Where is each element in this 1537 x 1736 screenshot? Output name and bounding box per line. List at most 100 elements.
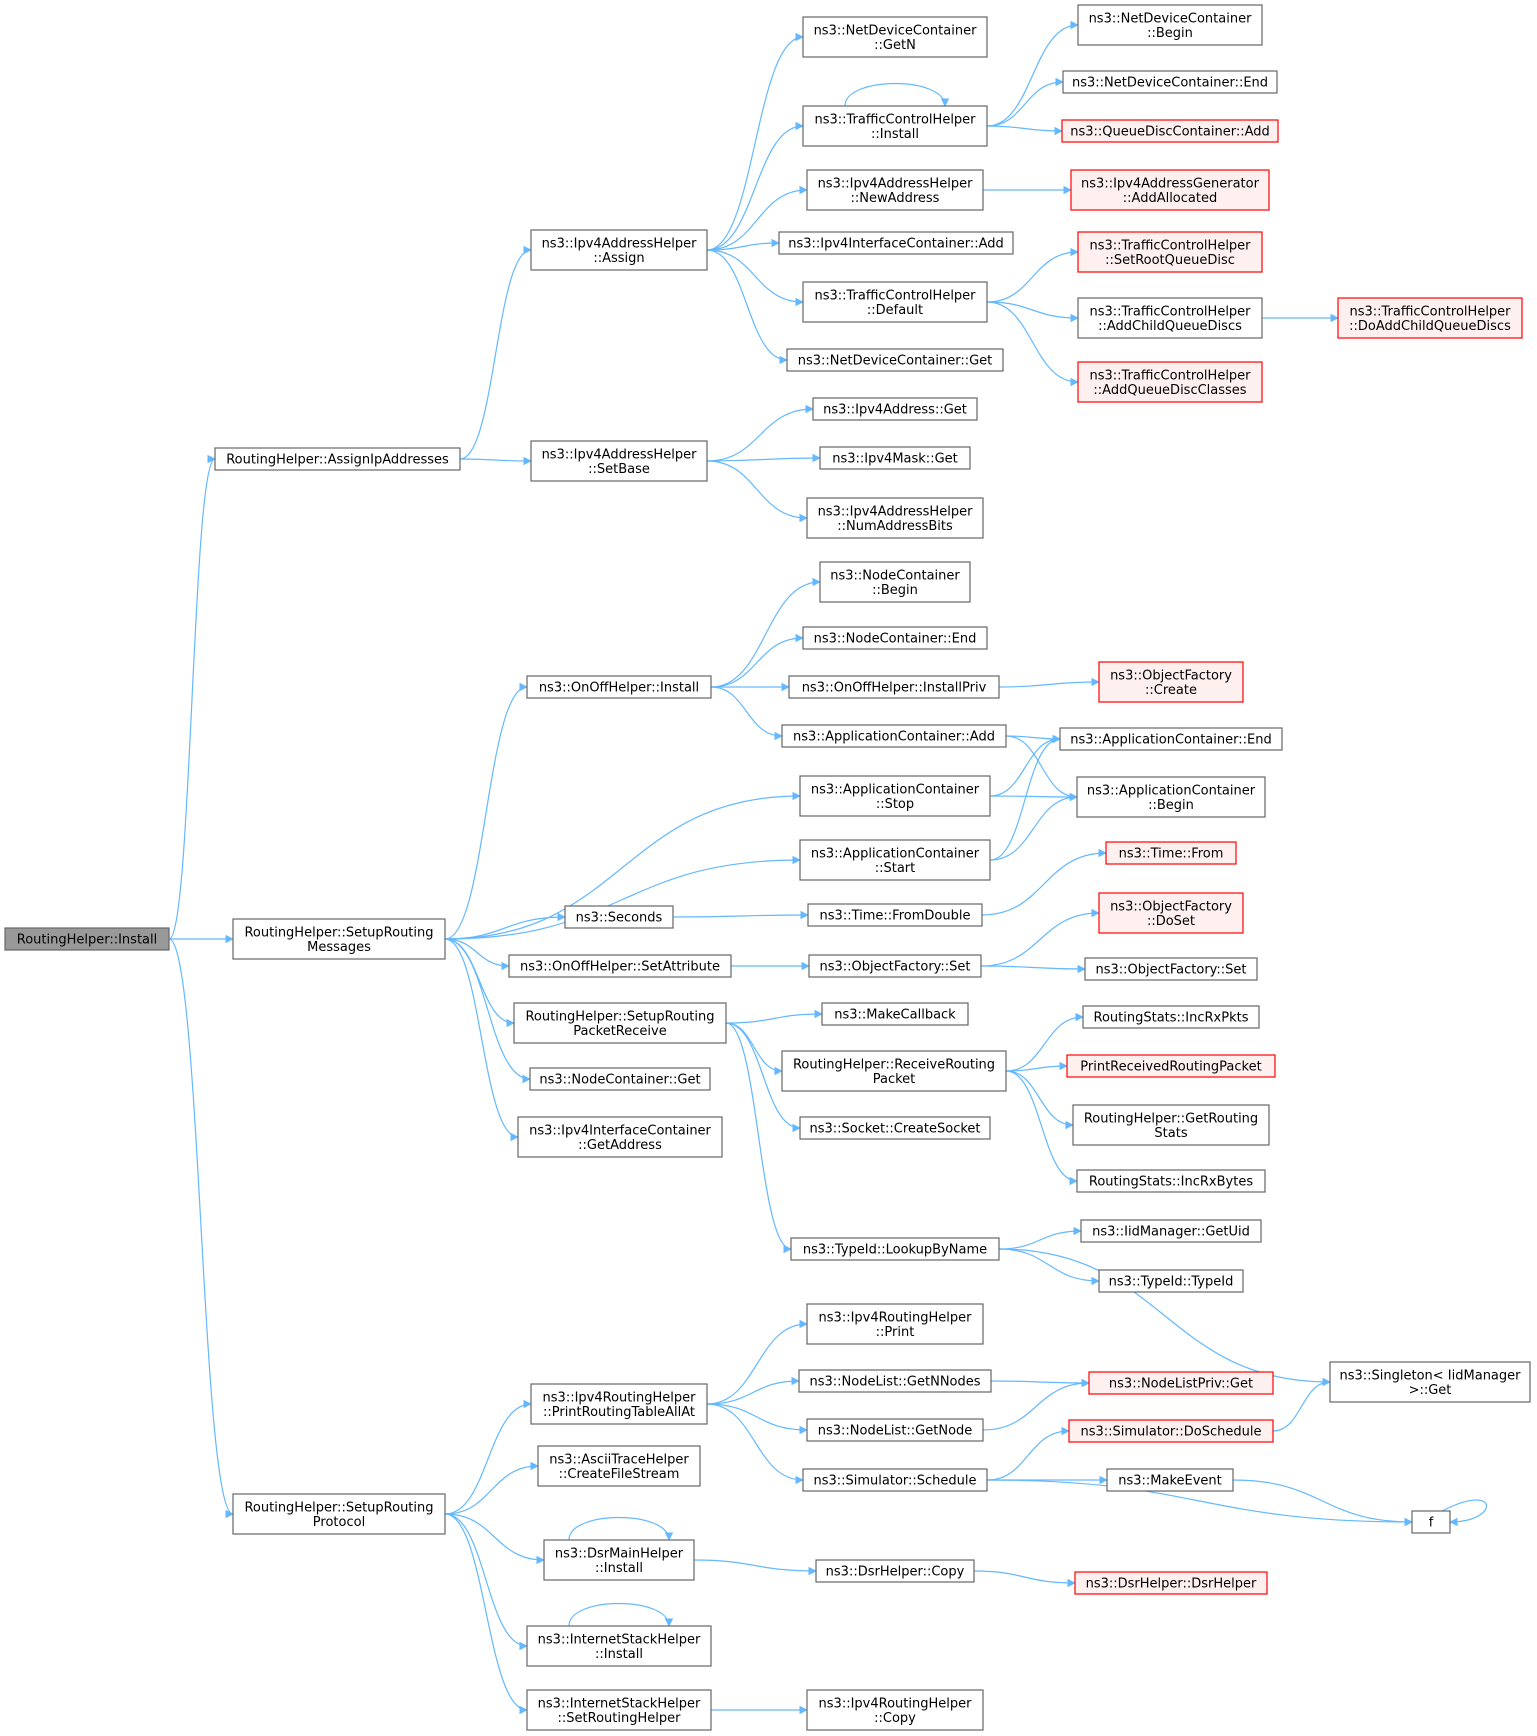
node-tchInstall[interactable]: ns3::TrafficControlHelper::Install — [802, 105, 988, 147]
node-statsIncRxBytes[interactable]: RoutingStats::IncRxBytes — [1076, 1169, 1266, 1193]
node-statsIncRxPkts[interactable]: RoutingStats::IncRxPkts — [1082, 1005, 1260, 1029]
node-label: ::NewAddress — [851, 191, 940, 206]
node-acAdd[interactable]: ns3::ApplicationContainer::Add — [781, 724, 1007, 748]
node-timeFrom[interactable]: ns3::Time::From — [1105, 841, 1237, 865]
edge-tchDefault-to-tchSetRoot — [986, 247, 1079, 303]
node-asciiCreate[interactable]: ns3::AsciiTraceHelper::CreateFileStream — [537, 1445, 701, 1487]
node-assignIp[interactable]: RoutingHelper::AssignIpAddresses — [214, 447, 461, 471]
node-acEnd[interactable]: ns3::ApplicationContainer::End — [1059, 727, 1283, 751]
node-dsrMainInstall[interactable]: ns3::DsrMainHelper::Install — [543, 1539, 695, 1581]
node-simSchedule[interactable]: ns3::Simulator::Schedule — [802, 1468, 988, 1492]
node-createSocket[interactable]: ns3::Socket::CreateSocket — [799, 1116, 991, 1140]
node-label: ns3::TrafficControlHelper — [1089, 304, 1251, 319]
node-acBegin[interactable]: ns3::ApplicationContainer::Begin — [1076, 776, 1266, 818]
node-ofSet[interactable]: ns3::ObjectFactory::Set — [808, 954, 982, 978]
node-label: RoutingHelper::Install — [17, 933, 158, 948]
edge-tchInstall-to-qdcAdd — [986, 125, 1063, 136]
edge-tchInstall-to-ndcEnd — [986, 77, 1064, 127]
node-tchDoAddChild[interactable]: ns3::TrafficControlHelper::DoAddChildQue… — [1337, 297, 1523, 339]
node-ndcEnd[interactable]: ns3::NetDeviceContainer::End — [1062, 70, 1278, 94]
node-ipv4SetBase[interactable]: ns3::Ipv4AddressHelper::SetBase — [530, 440, 708, 482]
node-label: ns3::MakeCallback — [834, 1008, 956, 1023]
node-lookupByName[interactable]: ns3::TypeId::LookupByName — [790, 1237, 1000, 1261]
node-tchDefault[interactable]: ns3::TrafficControlHelper::Default — [802, 281, 988, 323]
edge-ipv4Assign-to-ndcGet — [706, 249, 788, 365]
edge-acStop-to-acEnd — [989, 734, 1061, 797]
node-f[interactable]: f — [1411, 1510, 1451, 1534]
node-makeEvent[interactable]: ns3::MakeEvent — [1106, 1468, 1234, 1492]
node-timeFromDouble[interactable]: ns3::Time::FromDouble — [807, 903, 983, 927]
edge-recvPacket-to-printRecv — [1005, 1061, 1068, 1072]
node-ipv4MaskGet[interactable]: ns3::Ipv4Mask::Get — [819, 446, 971, 470]
node-box — [1088, 1371, 1274, 1395]
node-ishSetRouting[interactable]: ns3::InternetStackHelper::SetRoutingHelp… — [526, 1689, 712, 1731]
node-ipv4AddrGen[interactable]: ns3::Ipv4AddressGenerator::AddAllocated — [1070, 169, 1270, 211]
node-seconds[interactable]: ns3::Seconds — [564, 905, 674, 929]
node-ishInstall[interactable]: ns3::InternetStackHelper::Install — [526, 1625, 712, 1667]
node-typeIdTypeId[interactable]: ns3::TypeId::TypeId — [1098, 1269, 1244, 1293]
node-dsrHelper[interactable]: ns3::DsrHelper::DsrHelper — [1074, 1571, 1268, 1595]
node-iidGetUid[interactable]: ns3::IidManager::GetUid — [1080, 1219, 1262, 1243]
node-numAddrBits[interactable]: ns3::Ipv4AddressHelper::NumAddressBits — [806, 497, 984, 539]
node-box — [807, 903, 983, 927]
node-printRecv[interactable]: PrintReceivedRoutingPacket — [1066, 1054, 1276, 1078]
node-ipv4RhCopy[interactable]: ns3::Ipv4RoutingHelper::Copy — [806, 1689, 984, 1731]
node-ncGet[interactable]: ns3::NodeContainer::Get — [529, 1067, 711, 1091]
node-box — [564, 905, 674, 929]
node-printRoutingAll[interactable]: ns3::Ipv4RoutingHelper::PrintRoutingTabl… — [530, 1383, 708, 1425]
node-root[interactable]: RoutingHelper::Install — [4, 927, 170, 951]
node-makeCallback[interactable]: ns3::MakeCallback — [821, 1002, 969, 1026]
node-ipv4NewAddr[interactable]: ns3::Ipv4AddressHelper::NewAddress — [806, 169, 984, 211]
node-ndcBegin[interactable]: ns3::NetDeviceContainer::Begin — [1077, 4, 1263, 46]
node-box — [799, 839, 991, 881]
node-onoffInstall[interactable]: ns3::OnOffHelper::Install — [526, 675, 712, 699]
node-onoffSetAttr[interactable]: ns3::OnOffHelper::SetAttribute — [508, 954, 732, 978]
node-ipv4IcGetAddr[interactable]: ns3::Ipv4InterfaceContainer::GetAddress — [517, 1116, 723, 1158]
node-box — [802, 281, 988, 323]
node-ndcGet[interactable]: ns3::NetDeviceContainer::Get — [786, 348, 1004, 372]
node-label: ns3::NodeListPriv::Get — [1109, 1377, 1253, 1392]
node-box — [543, 1539, 695, 1581]
edge-onoffInstall-to-ncEnd — [710, 633, 804, 688]
node-label: ::Begin — [872, 583, 918, 598]
edge-f-to-f — [1441, 1499, 1488, 1527]
node-qdcAdd[interactable]: ns3::QueueDiscContainer::Add — [1061, 119, 1279, 143]
node-singletonGet[interactable]: ns3::Singleton< IidManager>::Get — [1329, 1361, 1531, 1403]
node-acStop[interactable]: ns3::ApplicationContainer::Stop — [799, 775, 991, 817]
node-label: ns3::Simulator::Schedule — [813, 1474, 976, 1489]
edge-dsrCopy-to-dsrHelper — [973, 1570, 1076, 1588]
node-nlGetNNodes[interactable]: ns3::NodeList::GetNNodes — [798, 1369, 992, 1393]
node-ipv4RhPrint[interactable]: ns3::Ipv4RoutingHelper::Print — [806, 1303, 984, 1345]
node-tchSetRoot[interactable]: ns3::TrafficControlHelper::SetRootQueueD… — [1077, 231, 1263, 273]
node-tchAddClasses[interactable]: ns3::TrafficControlHelper::AddQueueDiscC… — [1077, 361, 1263, 403]
edge-assignIp-to-ipv4SetBase — [459, 456, 532, 466]
node-label: ::SetBase — [588, 462, 650, 477]
node-nlPrivGet[interactable]: ns3::NodeListPriv::Get — [1088, 1371, 1274, 1395]
node-ofSet2[interactable]: ns3::ObjectFactory::Set — [1084, 957, 1258, 981]
edge-setupMsg-to-ncGet — [444, 938, 531, 1084]
node-ipv4Assign[interactable]: ns3::Ipv4AddressHelper::Assign — [530, 229, 708, 271]
node-ipv4IcAdd[interactable]: ns3::Ipv4InterfaceContainer::Add — [778, 231, 1014, 255]
node-ndcGetN[interactable]: ns3::NetDeviceContainer::GetN — [802, 16, 988, 58]
node-box — [526, 1625, 712, 1667]
node-label: ns3::ApplicationContainer — [1087, 783, 1256, 798]
node-onoffInstallPriv[interactable]: ns3::OnOffHelper::InstallPriv — [788, 675, 1000, 699]
node-ncBegin[interactable]: ns3::NodeContainer::Begin — [819, 561, 971, 603]
edge-setupMsg-to-acStop — [444, 791, 801, 940]
node-ipv4AddrGet[interactable]: ns3::Ipv4Address::Get — [812, 397, 978, 421]
node-label: ns3::Ipv4Mask::Get — [832, 452, 958, 467]
node-ofDoSet[interactable]: ns3::ObjectFactory::DoSet — [1098, 892, 1244, 934]
node-acStart[interactable]: ns3::ApplicationContainer::Start — [799, 839, 991, 881]
node-simDoSchedule[interactable]: ns3::Simulator::DoSchedule — [1068, 1419, 1274, 1443]
node-nlGetNode[interactable]: ns3::NodeList::GetNode — [806, 1418, 984, 1442]
node-tchAddChild[interactable]: ns3::TrafficControlHelper::AddChildQueue… — [1077, 297, 1263, 339]
edge-simSchedule-to-f — [986, 1479, 1413, 1527]
node-dsrCopy[interactable]: ns3::DsrHelper::Copy — [815, 1559, 975, 1583]
node-ofCreate[interactable]: ns3::ObjectFactory::Create — [1098, 661, 1244, 703]
node-ncEnd[interactable]: ns3::NodeContainer::End — [802, 626, 988, 650]
